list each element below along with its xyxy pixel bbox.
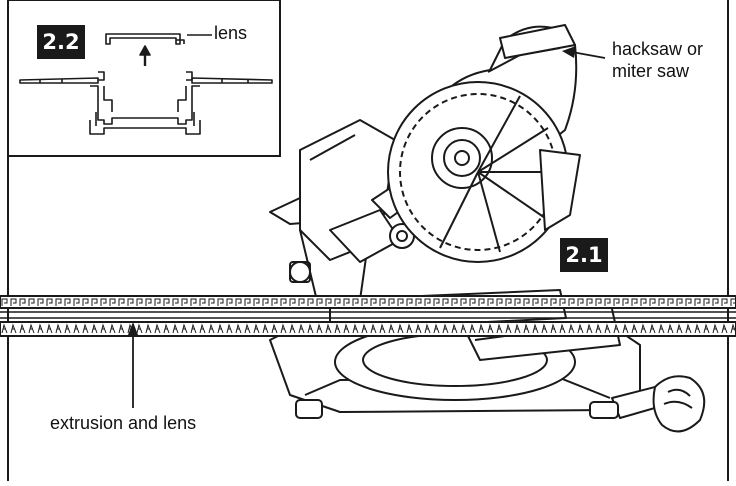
- extrusion-profile-illustration: [19, 33, 273, 135]
- step-badge-2-2: 2.2: [37, 25, 85, 59]
- step-badge-2-1: 2.1: [560, 238, 608, 272]
- saw-callout-arrow: [562, 46, 606, 59]
- miter-saw-illustration: [269, 24, 706, 433]
- lens-label: lens: [214, 23, 248, 43]
- saw-label-line1: hacksaw or: [612, 39, 704, 59]
- extrusion-label: extrusion and lens: [50, 413, 197, 433]
- extrusion-strip: [0, 295, 736, 337]
- extrusion-callout-arrow: [128, 322, 138, 408]
- saw-label-line2: miter saw: [612, 61, 690, 81]
